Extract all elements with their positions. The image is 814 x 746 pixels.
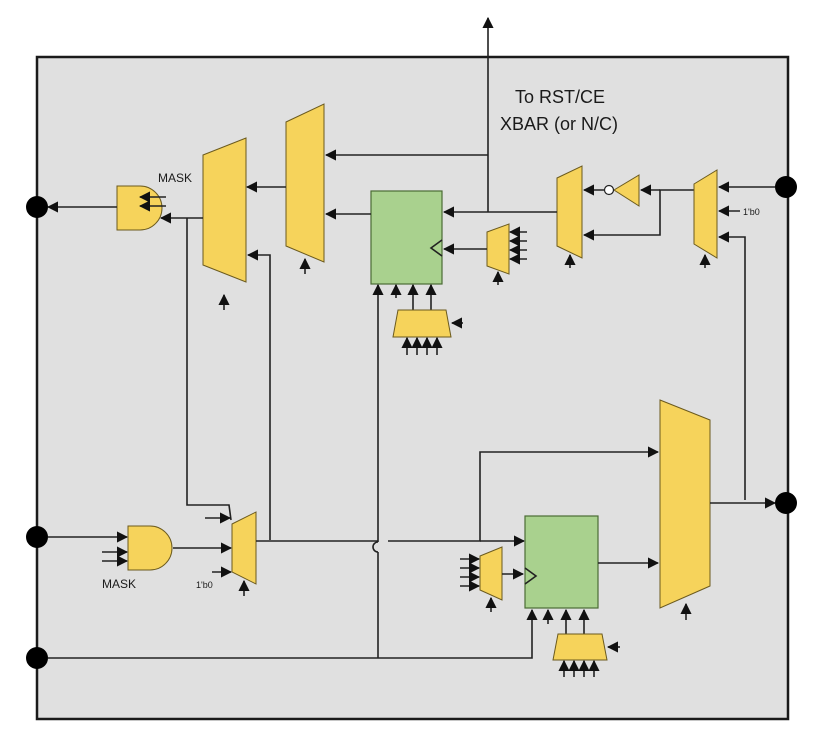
block-background bbox=[35, 55, 790, 721]
const-bottom-label: 1'b0 bbox=[196, 580, 213, 590]
top-right-input-pin bbox=[775, 176, 797, 198]
bottom-input-mux bbox=[231, 511, 257, 585]
inverter-gate bbox=[613, 174, 640, 207]
mux-output-to-big-mux bbox=[388, 446, 660, 542]
top-and-gate bbox=[116, 185, 163, 231]
bottom-flip-flop bbox=[524, 515, 599, 609]
bottom-right-output-pin bbox=[775, 492, 797, 514]
bottom-ff-clock-marker bbox=[524, 567, 538, 585]
top-ff-clock-marker bbox=[429, 239, 443, 257]
rst-ce-label-line2: XBAR (or N/C) bbox=[500, 114, 618, 134]
inverter-bubble bbox=[603, 184, 615, 196]
bottom-ff-select-mux bbox=[552, 633, 608, 661]
vertical-wire-2 bbox=[246, 249, 271, 540]
top-clock-mux bbox=[486, 223, 510, 275]
inversion-mux bbox=[556, 165, 583, 259]
top-left-output-pin bbox=[26, 196, 48, 218]
const-top-label: 1'b0 bbox=[743, 207, 760, 217]
top-ff-select-mux bbox=[392, 309, 452, 338]
bypass-wire bbox=[582, 189, 695, 241]
top-right-input-mux bbox=[693, 169, 718, 259]
rst-ce-label-line1: To RST/CE bbox=[515, 87, 605, 107]
bottom-output-mux bbox=[659, 399, 711, 609]
top-left-big-mux bbox=[202, 137, 247, 283]
wire-crossover-hop bbox=[372, 541, 379, 553]
top-flip-flop bbox=[370, 190, 443, 285]
top-mask-label: MASK bbox=[158, 171, 192, 185]
bottom-mask-label: MASK bbox=[102, 577, 136, 591]
feedback-vertical-right bbox=[717, 231, 746, 500]
top-middle-big-mux bbox=[285, 103, 325, 263]
bottom-horizontal-wire bbox=[48, 608, 538, 659]
bottom-left-input-pin bbox=[26, 526, 48, 548]
bottom-and-gate bbox=[127, 525, 173, 571]
bottom-left-clock-pin bbox=[26, 647, 48, 669]
